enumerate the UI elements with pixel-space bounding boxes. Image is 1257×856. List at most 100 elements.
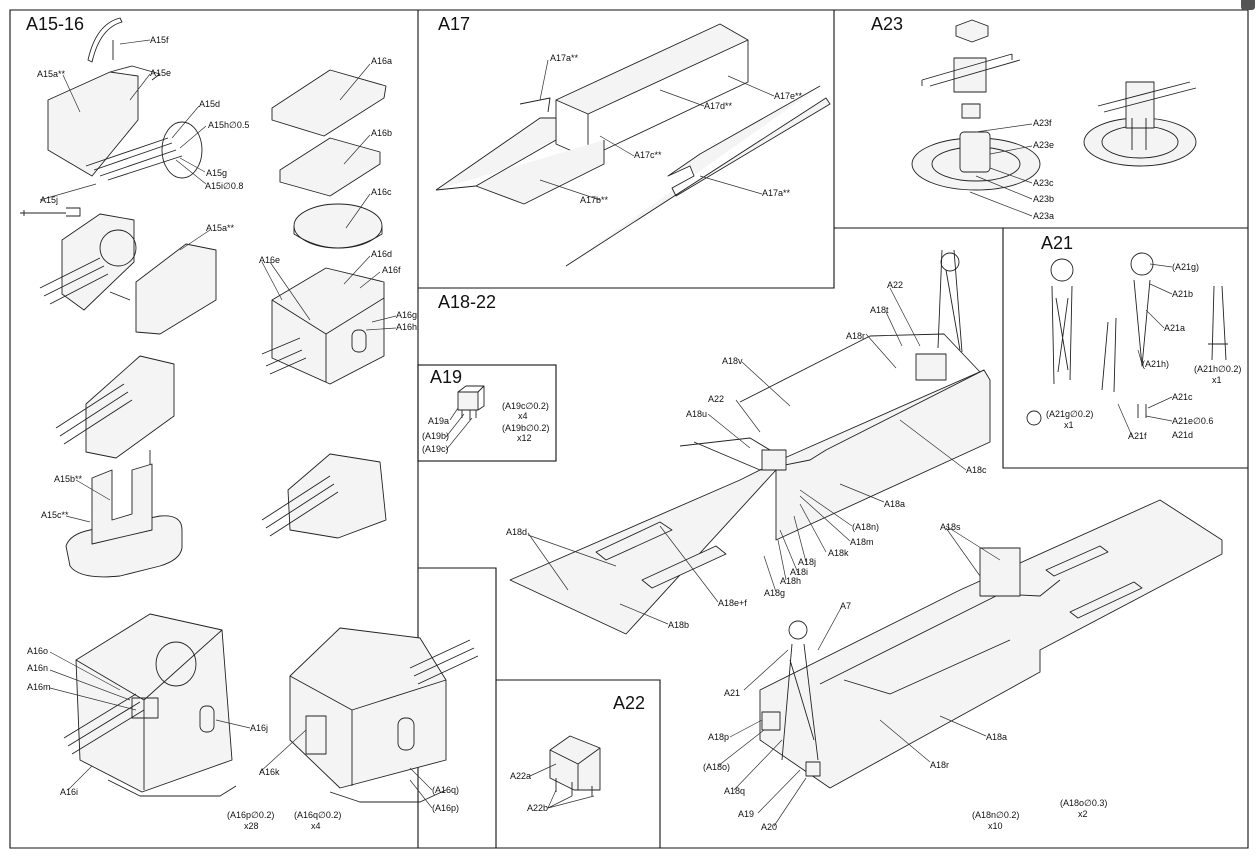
label-a17a-bottom: A17a**: [762, 188, 791, 198]
section-title-a23: A23: [871, 14, 903, 34]
label-a16e: A16e: [259, 255, 280, 265]
qty-a19c-name: (A19c∅0.2): [502, 401, 549, 411]
label-a16g: A16g: [396, 310, 417, 320]
label-a18t: A18t: [870, 305, 889, 315]
a15-turret-shield-drawing: [20, 17, 203, 217]
label-a16f: A16f: [382, 265, 401, 275]
section-title-a17: A17: [438, 14, 470, 34]
label-a18s: A18s: [940, 522, 961, 532]
label-a18g: A18g: [764, 588, 785, 598]
label-a22-top: A22: [887, 280, 903, 290]
label-a20: A20: [761, 822, 777, 832]
label-a22a: A22a: [510, 771, 531, 781]
a21-mast-drawings: [1026, 252, 1228, 426]
label-a16n: A16n: [27, 663, 48, 673]
leader-lines: [39, 39, 1173, 827]
qty-a16q-name: (A16q∅0.2): [294, 810, 341, 820]
label-a23a: A23a: [1033, 211, 1054, 221]
label-a18d: A18d: [506, 527, 527, 537]
section-title-a15-16: A15-16: [26, 14, 84, 34]
window-corner-control[interactable]: [1241, 0, 1255, 10]
qty-a21h-name: (A21h∅0.2): [1194, 364, 1241, 374]
label-a16j: A16j: [250, 723, 268, 733]
label-a18m: A18m: [850, 537, 874, 547]
label-a18v: A18v: [722, 356, 743, 366]
qty-a16p-name: (A16p∅0.2): [227, 810, 274, 820]
label-a21f: A21f: [1128, 431, 1147, 441]
label-a16o: A16o: [27, 646, 48, 656]
label-a15f: A15f: [150, 35, 169, 45]
label-a18o: (A18o): [703, 762, 730, 772]
label-a21a: A21a: [1164, 323, 1185, 333]
label-a17b: A17b**: [580, 195, 609, 205]
a16-turret-final-left-drawing: [63, 613, 237, 797]
section-title-a21: A21: [1041, 233, 1073, 253]
a18-hull-aft-drawing: [759, 499, 1223, 789]
a15-shield-assembly-drawing: [39, 213, 217, 335]
label-a18b: A18b: [668, 620, 689, 630]
label-a21d: A21d: [1172, 430, 1193, 440]
a15-shield-side-drawing: [55, 355, 175, 486]
a19-locker-drawing: [457, 385, 485, 420]
label-a16c: A16c: [371, 187, 392, 197]
label-a18r-bottom: A18r: [930, 760, 949, 770]
label-a16m: A16m: [27, 682, 51, 692]
label-a17c: A17c**: [634, 150, 662, 160]
label-a21-bottom: A21: [724, 688, 740, 698]
section-frames: [9, 9, 1249, 849]
label-a16a: A16a: [371, 56, 392, 66]
label-a17d: A17d**: [704, 101, 733, 111]
qty-a16p-count: x28: [244, 821, 259, 831]
a16-turret-final-right-drawing: [289, 627, 479, 803]
label-a19-bottom: A19: [738, 809, 754, 819]
label-a19b: (A19b): [422, 431, 449, 441]
a23-director-assembled-drawing: [1083, 81, 1197, 167]
label-a15a-mid: A15a**: [206, 223, 235, 233]
qty-a21g-name: (A21g∅0.2): [1046, 409, 1093, 419]
label-a15a-top: A15a**: [37, 69, 66, 79]
label-a21g: (A21g): [1172, 262, 1199, 272]
qty-a18o-count: x2: [1078, 809, 1088, 819]
label-a16q: (A16q): [432, 785, 459, 795]
label-a15b: A15b**: [54, 474, 83, 484]
a22-locker-drawing: [549, 735, 601, 796]
label-a16d: A16d: [371, 249, 392, 259]
label-a15d: A15d: [199, 99, 220, 109]
label-a18h: A18h: [780, 576, 801, 586]
label-a16h: A16h: [396, 322, 417, 332]
label-a18p: A18p: [708, 732, 729, 742]
label-a15h: A15h∅0.5: [208, 120, 249, 130]
label-a18r-top: A18r: [846, 331, 865, 341]
label-a16b: A16b: [371, 128, 392, 138]
label-a22b: A22b: [527, 803, 548, 813]
a15-base-drawing: [65, 463, 183, 578]
label-a18n: (A18n): [852, 522, 879, 532]
label-a21c: A21c: [1172, 392, 1193, 402]
label-a19a: A19a: [428, 416, 449, 426]
qty-a19c-count: x4: [518, 411, 528, 421]
label-a18ef: A18e+f: [718, 598, 747, 608]
label-a18a-bottom: A18a: [986, 732, 1007, 742]
a16-turret-housing-drawing: [261, 267, 385, 385]
qty-a19b-name: (A19b∅0.2): [502, 423, 549, 433]
label-a18i: A18i: [790, 567, 808, 577]
label-a18j: A18j: [798, 557, 816, 567]
label-a15e: A15e: [150, 68, 171, 78]
qty-a16q-count: x4: [311, 821, 321, 831]
a17-deck-parts-drawing: [435, 23, 831, 267]
label-a16i: A16i: [60, 787, 78, 797]
section-title-a18-22: A18-22: [438, 292, 496, 312]
label-a18c: A18c: [966, 465, 987, 475]
label-a16k: A16k: [259, 767, 280, 777]
label-a18u: A18u: [686, 409, 707, 419]
label-a17a-top: A17a**: [550, 53, 579, 63]
qty-a21h-count: x1: [1212, 375, 1222, 385]
label-a17e: A17e**: [774, 91, 803, 101]
label-a21e: A21e∅0.6: [1172, 416, 1213, 426]
a15-16-partial-assembly-drawing: [261, 453, 387, 539]
label-a21b: A21b: [1172, 289, 1193, 299]
label-a23c: A23c: [1033, 178, 1054, 188]
label-a18q: A18q: [724, 786, 745, 796]
label-a22-mid: A22: [708, 394, 724, 404]
